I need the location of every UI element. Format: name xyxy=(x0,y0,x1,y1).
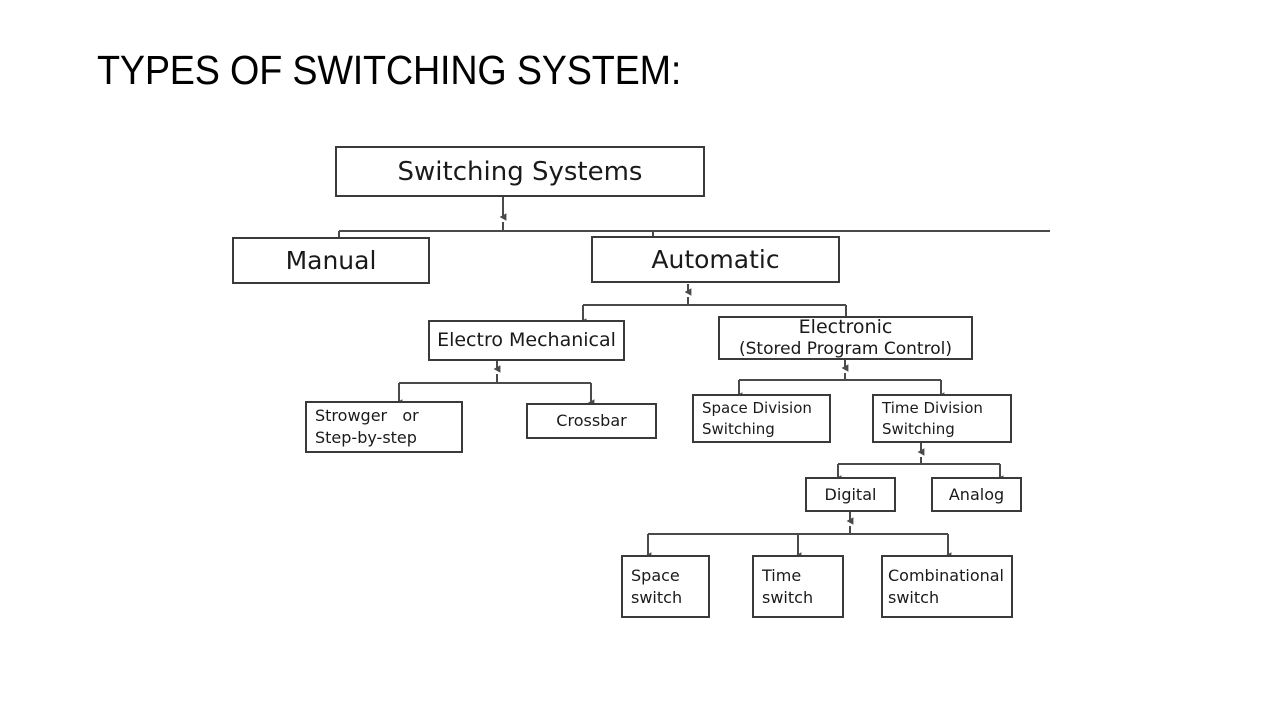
node-crossbar[interactable]: Crossbar xyxy=(526,403,657,439)
node-digital[interactable]: Digital xyxy=(805,477,896,512)
node-label: Digital xyxy=(824,484,877,504)
edge-electro-mechanical-to-children xyxy=(395,361,595,407)
node-electronic[interactable]: Electronic (Stored Program Control) xyxy=(718,316,973,360)
node-time-division-switching[interactable]: Time Division Switching xyxy=(872,394,1012,443)
node-automatic[interactable]: Automatic xyxy=(591,236,840,283)
node-manual[interactable]: Manual xyxy=(232,237,430,284)
node-label: Switching Systems xyxy=(397,156,643,187)
node-label-line2: Switching xyxy=(702,419,775,438)
node-label-line1: Time Division xyxy=(882,398,983,417)
node-combinational-switch[interactable]: Combinational switch xyxy=(881,555,1013,618)
node-label: Manual xyxy=(285,246,377,275)
node-label: Analog xyxy=(948,484,1005,504)
node-label-line2: switch xyxy=(631,587,683,607)
node-label: Electro Mechanical xyxy=(437,329,616,351)
node-label: Automatic xyxy=(651,245,780,274)
node-time-switch[interactable]: Time switch xyxy=(752,555,844,618)
page-title: TYPES OF SWITCHING SYSTEM: xyxy=(97,47,682,93)
node-label-line1: Space Division xyxy=(702,398,812,417)
node-label-line1: Combinational xyxy=(888,565,1004,585)
node-label: Crossbar xyxy=(556,411,627,430)
edge-time-division-to-children xyxy=(834,443,1004,483)
node-label-line1: Space xyxy=(631,565,680,585)
node-electro-mechanical[interactable]: Electro Mechanical xyxy=(428,320,625,361)
node-label-line2: Switching xyxy=(882,419,955,438)
node-switching-systems[interactable]: Switching Systems xyxy=(335,146,705,197)
node-label-line2: switch xyxy=(888,587,940,607)
edge-electronic-to-children xyxy=(735,360,945,400)
edge-digital-to-children xyxy=(644,512,952,560)
node-label-line1: Time xyxy=(762,565,802,585)
node-strowger-step-by-step[interactable]: Strowger or Step-by-step xyxy=(305,401,463,453)
node-label-line1: Electronic xyxy=(798,316,893,338)
node-label-line2: switch xyxy=(762,587,814,607)
node-analog[interactable]: Analog xyxy=(931,477,1022,512)
node-label-line1: Strowger or xyxy=(315,406,419,425)
node-label-line2: Step-by-step xyxy=(315,428,417,447)
node-space-division-switching[interactable]: Space Division Switching xyxy=(692,394,831,443)
node-space-switch[interactable]: Space switch xyxy=(621,555,710,618)
node-label-line2: (Stored Program Control) xyxy=(739,339,952,359)
